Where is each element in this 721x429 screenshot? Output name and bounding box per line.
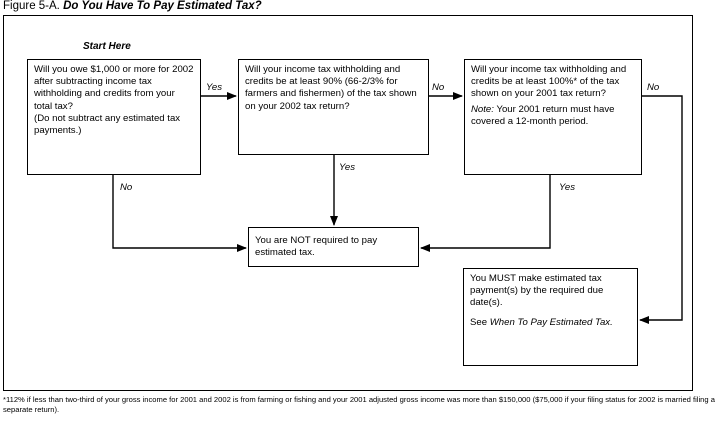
edge-label-q1-yes: Yes [206, 82, 223, 93]
box-not-required-text: You are NOT required to pay estimated ta… [255, 235, 378, 259]
see-link-text: When To Pay Estimated Tax. [489, 316, 613, 328]
box-90-percent: Will your income tax withholding and cre… [238, 59, 429, 155]
box-not-required: You are NOT required to pay estimated ta… [248, 227, 419, 267]
note-label: Note: [471, 103, 494, 115]
figure-heading: Do You Have To Pay Estimated Tax? [63, 0, 262, 12]
box-owe-1000: Will you owe $1,000 or more for 2002 aft… [27, 59, 201, 175]
box-must-pay-text: You MUST make estimated tax payment(s) b… [470, 273, 604, 309]
figure-label: Figure 5-A. [3, 0, 60, 12]
edge-label-q2-no: No [432, 82, 445, 93]
connector-q1-no [112, 175, 247, 252]
note-text: Your 2001 return must have covered a 12-… [471, 103, 615, 127]
box-must-pay: You MUST make estimated tax payment(s) b… [463, 268, 638, 366]
diagram-frame [3, 15, 693, 391]
edge-label-q3-no: No [647, 82, 660, 93]
box-must-pay-see: See When To Pay Estimated Tax. [470, 317, 631, 329]
connector-q3-yes [420, 175, 551, 252]
connector-q3-no [639, 95, 683, 324]
footnote: *112% if less than two-third of your gro… [3, 395, 715, 414]
see-text: See [470, 316, 488, 328]
box-100-percent: Will your income tax withholding and cre… [464, 59, 642, 175]
box-owe-1000-hint: (Do not subtract any estimated tax payme… [34, 112, 181, 137]
box-owe-1000-question: Will you owe $1,000 or more for 2002 aft… [34, 64, 194, 112]
edge-label-q1-no: No [120, 182, 133, 193]
box-90-percent-text: Will your income tax withholding and cre… [245, 64, 417, 112]
start-label: Start Here [83, 41, 131, 52]
box-100-percent-note: Note: Your 2001 return must have covered… [471, 104, 635, 128]
edge-label-q2-yes: Yes [339, 162, 356, 173]
box-100-percent-text: Will your income tax withholding and cre… [471, 64, 627, 100]
edge-label-q3-yes: Yes [559, 182, 576, 193]
figure-title: Figure 5-A. Do You Have To Pay Estimated… [3, 0, 262, 12]
